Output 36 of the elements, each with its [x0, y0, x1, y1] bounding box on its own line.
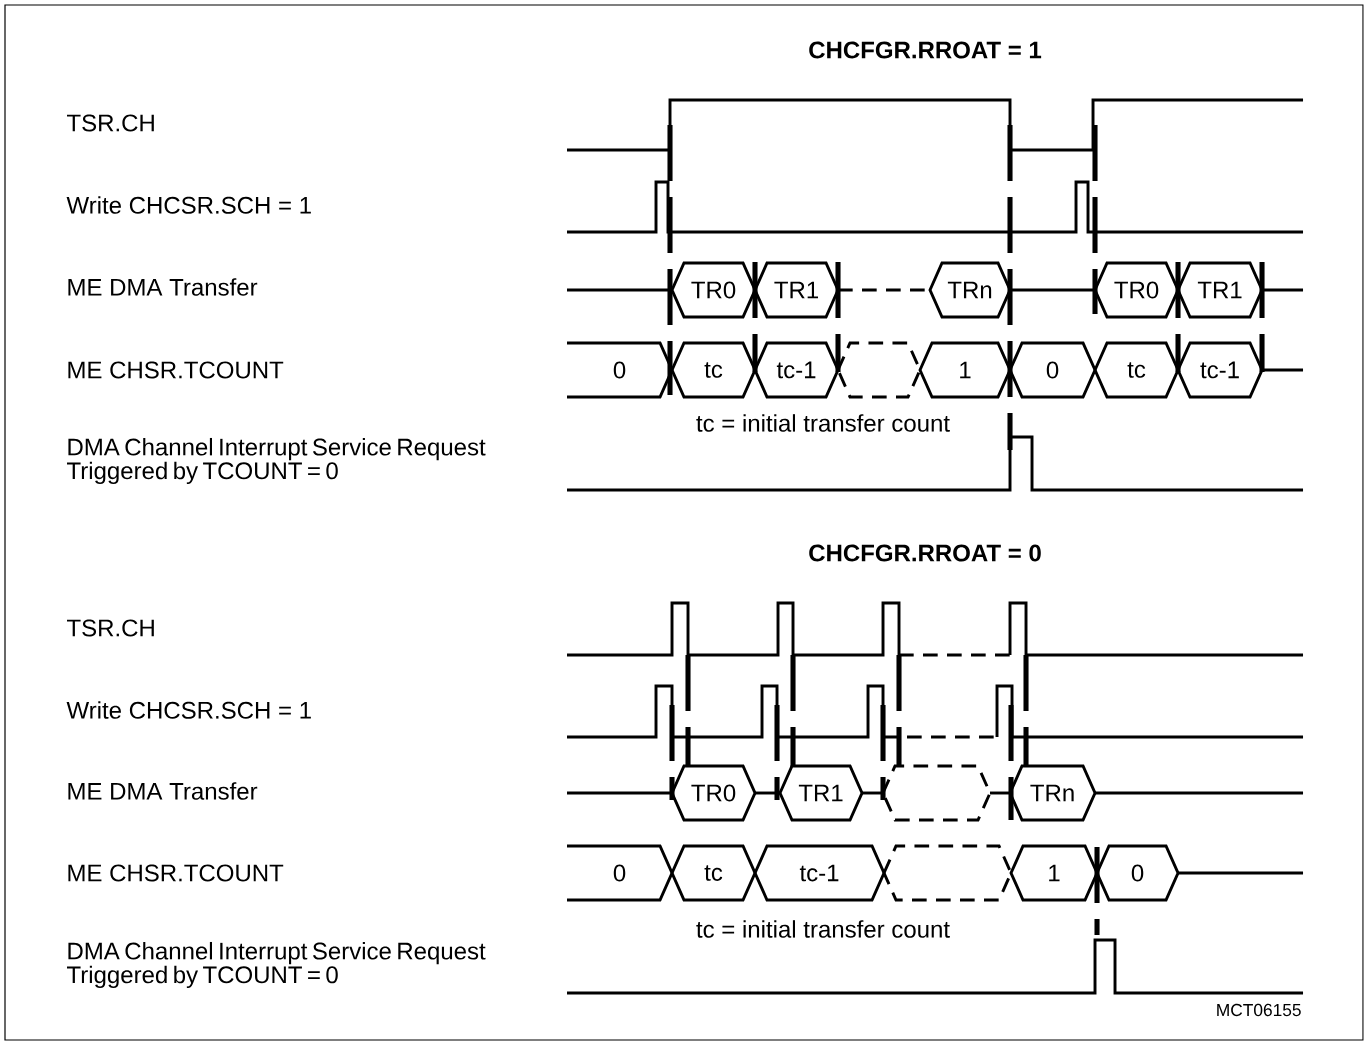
bus-value-hexagon: tc-1 — [753, 844, 886, 902]
note: tc = initial transfer count — [696, 414, 950, 432]
bus-value-hexagon: tc — [670, 844, 757, 902]
bus-value-hexagon: TR0 — [1093, 261, 1180, 319]
bus-value-hexagon: tc-1 — [753, 341, 840, 399]
bus-value-hexagon: TR0 — [670, 261, 757, 319]
bus-value-hexagon: TR0 — [670, 764, 757, 822]
bus-value-hexagon: 0 — [1008, 341, 1097, 399]
bus-value-hexagon: TR1 — [1176, 261, 1264, 319]
bus-value-hexagon: TRn — [928, 261, 1012, 319]
note: tc = initial transfer count — [696, 920, 950, 938]
heading: CHCFGR.RROAT = 1 — [809, 41, 1042, 59]
bus-value-hexagon: tc — [670, 341, 757, 399]
signal-name: TSR.CH — [67, 114, 154, 132]
bus-value-hexagon: TR1 — [778, 764, 864, 822]
bus-value-hexagon: 1 — [1009, 844, 1099, 902]
bus-value-hexagon: TRn — [1008, 764, 1097, 822]
signal-name: DMA Channel Interrupt Service Request Triggered by TCOUNT = 0 — [67, 437, 486, 485]
bus-value-hexagon: 1 — [918, 341, 1012, 399]
signal-name: Write CHCSR.SCH = 1 — [66, 701, 311, 719]
hexagon — [882, 844, 1013, 902]
bus-value-hexagon: tc-1 — [1176, 341, 1264, 399]
figure-id: MCT06155 — [1217, 1003, 1301, 1017]
hexagon — [836, 341, 922, 399]
bus-value-hexagon: 0 — [1095, 844, 1180, 902]
signal-name: ME DMA Transfer — [68, 278, 258, 296]
signal-name: ME CHSR.TCOUNT — [68, 864, 284, 882]
signal-name: DMA Channel Interrupt Service Request Triggered by TCOUNT = 0 — [67, 941, 486, 989]
hexagon — [881, 764, 992, 822]
signal-name: ME CHSR.TCOUNT — [68, 361, 284, 379]
bus-value-hexagon: tc — [1093, 341, 1180, 399]
heading: CHCFGR.RROAT = 0 — [809, 544, 1041, 562]
signal-name: TSR.CH — [67, 619, 154, 637]
signal-name: Write CHCSR.SCH = 1 — [66, 196, 311, 214]
bus-value-hexagon: TR1 — [753, 261, 840, 319]
signal-name: ME DMA Transfer — [68, 782, 258, 800]
